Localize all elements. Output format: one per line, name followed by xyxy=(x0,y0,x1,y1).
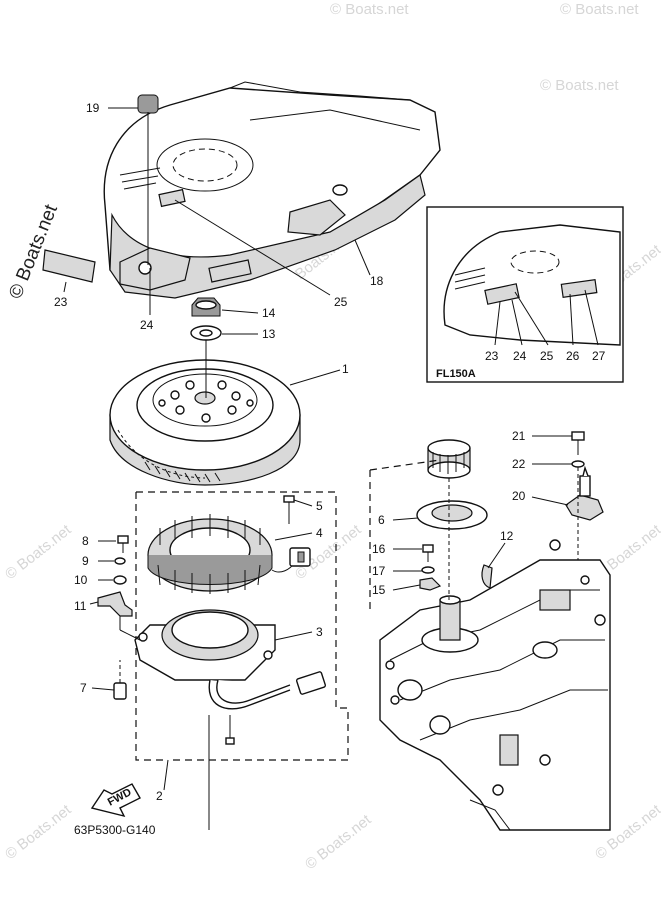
bolt-5 xyxy=(283,495,295,524)
sensor-20 xyxy=(565,465,604,700)
inset-callout: 24 xyxy=(513,349,527,363)
callout-10: 10 xyxy=(74,573,88,587)
bracket-11 xyxy=(97,591,141,641)
key-12 xyxy=(481,564,493,589)
callout-1: 1 xyxy=(342,362,349,376)
stator-coil xyxy=(147,514,311,594)
watermark: © Boats.net xyxy=(330,1,409,18)
callout-13: 13 xyxy=(262,327,276,341)
pulley-drive xyxy=(427,439,471,479)
cap-19 xyxy=(137,94,159,265)
callout-9: 9 xyxy=(82,554,89,568)
watermark: © Boats.net xyxy=(302,811,375,873)
washer-10 xyxy=(113,575,127,585)
watermark: © Boats.net xyxy=(2,801,75,863)
callout-7: 7 xyxy=(80,681,87,695)
callout-leaders xyxy=(89,107,572,691)
inset-callout: 23 xyxy=(485,349,499,363)
callout-5: 5 xyxy=(316,499,323,513)
sleeve-7 xyxy=(113,660,127,700)
callout-21: 21 xyxy=(512,429,526,443)
stator-base xyxy=(134,609,327,745)
flywheel-bolt-holes xyxy=(158,380,254,423)
flywheel-cover xyxy=(103,81,441,299)
inset-callout: 27 xyxy=(592,349,606,363)
washer-13 xyxy=(190,325,222,341)
callout-6: 6 xyxy=(378,513,385,527)
bolt-21 xyxy=(571,431,585,455)
watermark: © Boats.net xyxy=(560,1,639,18)
decal-23 xyxy=(42,249,96,293)
screw-8 xyxy=(117,535,129,553)
callout-24: 24 xyxy=(140,318,154,332)
washer-22 xyxy=(571,460,585,468)
watermark: © Boats.net xyxy=(540,77,619,94)
callout-8: 8 xyxy=(82,534,89,548)
callout-3: 3 xyxy=(316,625,323,639)
callout-20: 20 xyxy=(512,489,526,503)
stator-group-box xyxy=(135,491,349,791)
callout-17: 17 xyxy=(372,564,386,578)
callout-14: 14 xyxy=(262,306,276,320)
fwd-arrow: FWD xyxy=(90,783,141,818)
callout-11: 11 xyxy=(74,599,87,613)
callout-12: 12 xyxy=(500,529,514,543)
inset-callout: 26 xyxy=(566,349,580,363)
watermark-dark: © Boats.net xyxy=(5,201,62,302)
screw-16 xyxy=(422,544,434,562)
callout-2: 2 xyxy=(156,789,163,803)
callout-22: 22 xyxy=(512,457,526,471)
inset-model-label: FL150A xyxy=(436,368,476,380)
drawing-code: 63P5300-G140 xyxy=(74,823,156,837)
callout-16: 16 xyxy=(372,542,386,556)
guide-lines xyxy=(208,459,450,830)
callout-23: 23 xyxy=(54,295,68,309)
nut-14 xyxy=(191,297,221,317)
callout-19: 19 xyxy=(86,101,100,115)
inset-fl150a: 23 24 25 26 27 FL150A xyxy=(426,206,624,383)
callout-15: 15 xyxy=(372,583,386,597)
plate-6 xyxy=(416,500,488,530)
engine-block xyxy=(379,539,611,831)
watermark: © Boats.net xyxy=(2,521,75,583)
washer-17 xyxy=(421,566,435,574)
callout-25: 25 xyxy=(334,295,348,309)
flywheel xyxy=(109,340,301,486)
bracket-15 xyxy=(419,577,442,591)
washer-9 xyxy=(114,557,126,565)
callout-labels: 19 18 25 23 24 14 13 1 5 4 3 2 8 9 10 11… xyxy=(54,101,526,803)
callout-4: 4 xyxy=(316,526,323,540)
callout-18: 18 xyxy=(370,274,384,288)
inset-callout: 25 xyxy=(540,349,554,363)
